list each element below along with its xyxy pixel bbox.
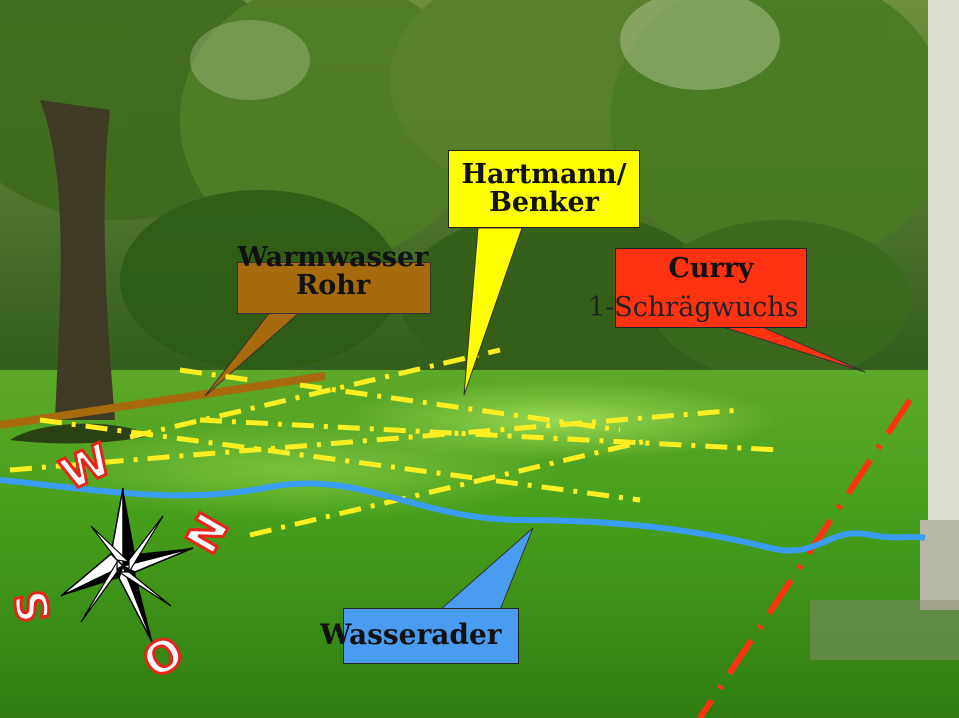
hartmann-grid-lines (9, 347, 781, 538)
warmwasser-label: Warmwasser Rohr (237, 241, 429, 301)
curry-subtitle: 1-Schrägwuchs (588, 292, 799, 323)
building-wall (928, 0, 959, 610)
wasserader-box (343, 608, 519, 664)
warmwasser-box (237, 262, 431, 314)
hartmann-pointer (463, 227, 523, 396)
wasserader-line (0, 477, 926, 554)
warmwasser-line (0, 372, 326, 429)
compass-rose-icon (60, 487, 194, 645)
hartmann-benker-label: Hartmann/ Benker (448, 150, 640, 228)
wasserader-label: Wasserader (320, 618, 502, 651)
curry-line (697, 398, 913, 718)
tree-trunk (40, 100, 115, 420)
curry-label: Curry (615, 248, 807, 328)
